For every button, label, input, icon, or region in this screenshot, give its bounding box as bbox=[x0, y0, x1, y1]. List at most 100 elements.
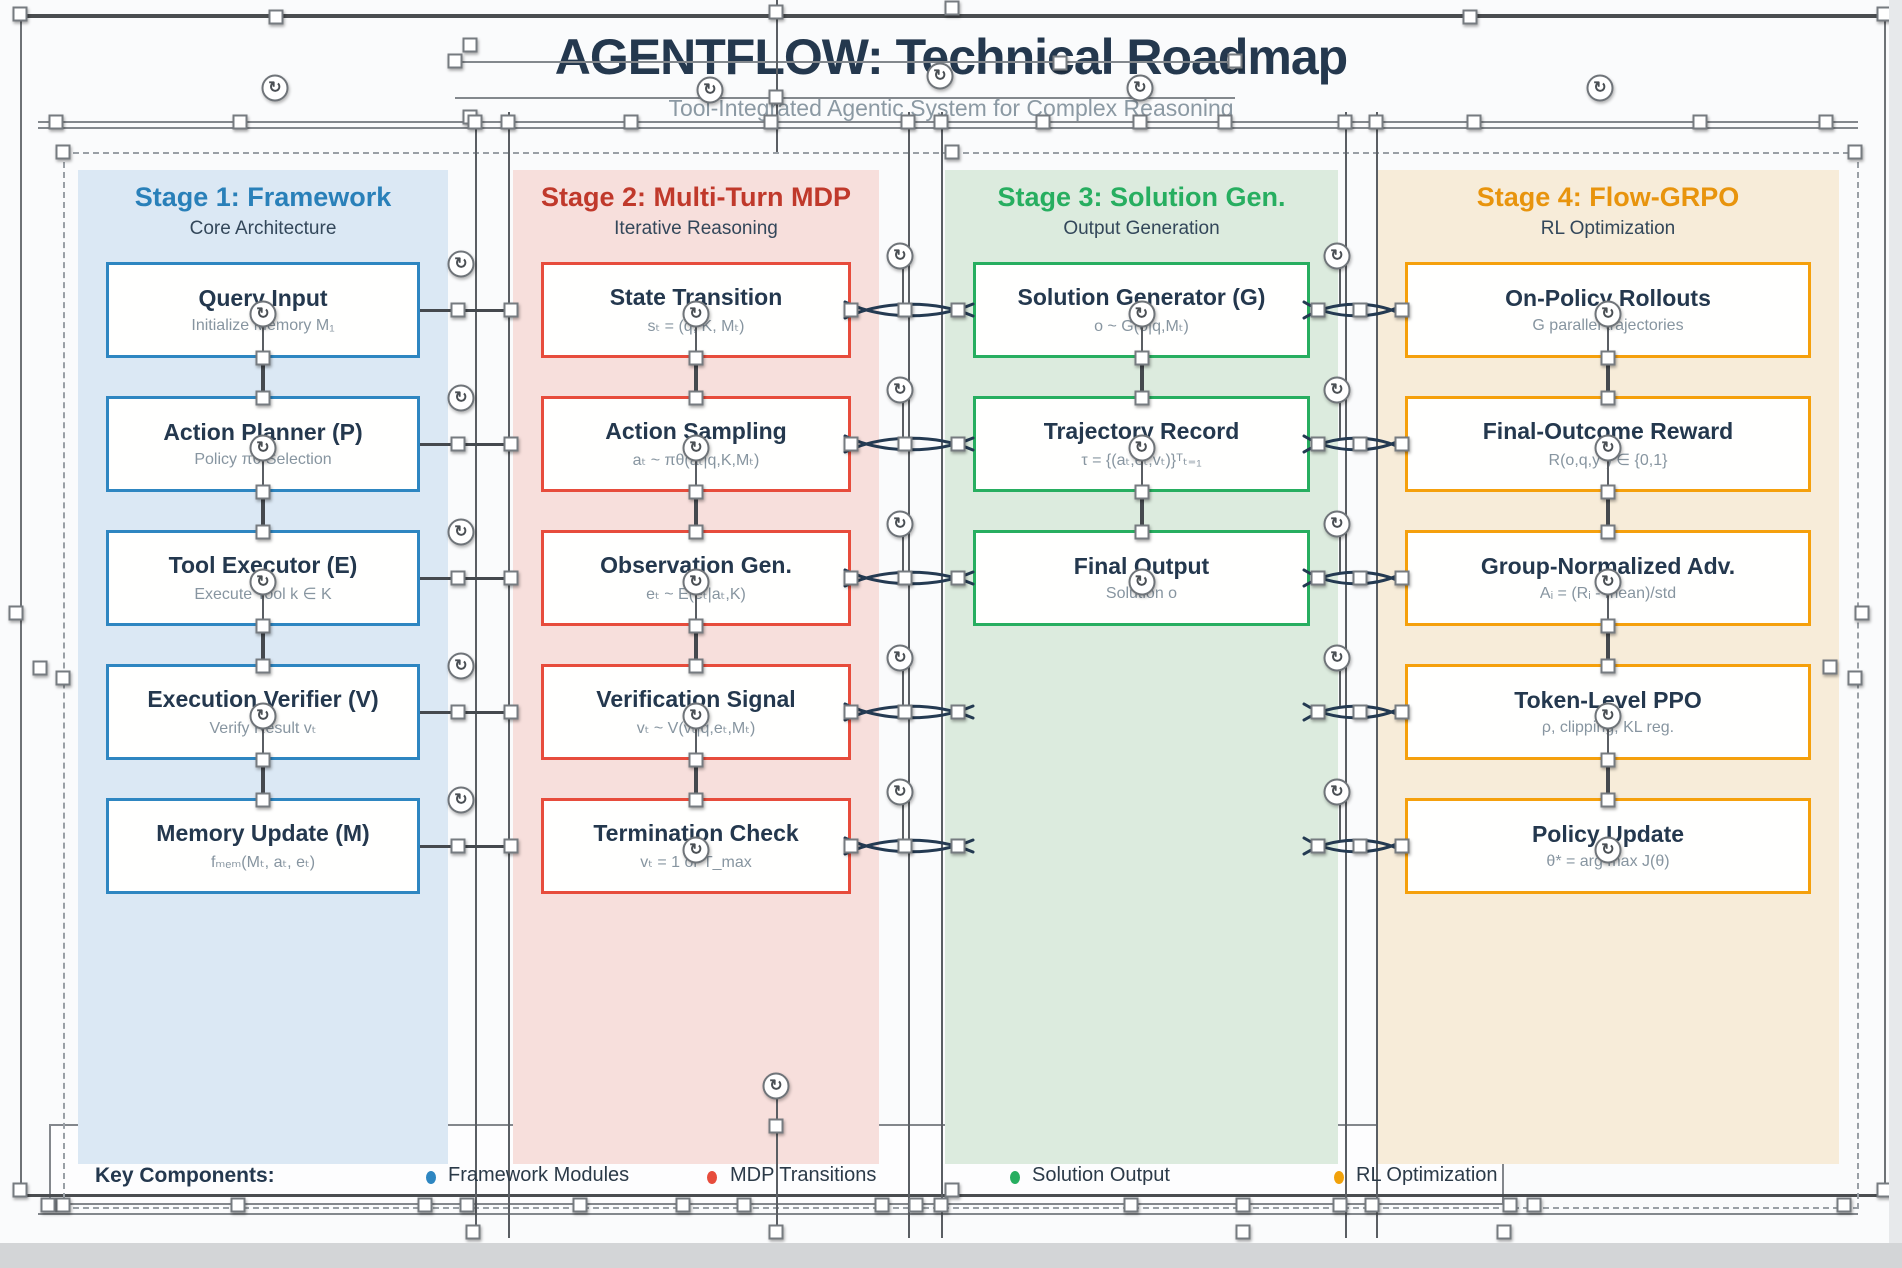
selection-handle[interactable] bbox=[1235, 1224, 1251, 1240]
selection-handle[interactable] bbox=[450, 704, 466, 720]
rotation-handle-icon[interactable]: ↻ bbox=[1594, 434, 1622, 462]
connector-line[interactable] bbox=[694, 760, 698, 798]
connector-line[interactable] bbox=[1339, 268, 1341, 304]
selection-handle[interactable] bbox=[1123, 1197, 1139, 1213]
selection-handle[interactable] bbox=[12, 6, 28, 22]
rotation-handle-icon[interactable]: ↻ bbox=[1323, 242, 1351, 270]
connector-line[interactable] bbox=[262, 726, 264, 760]
selection-handle[interactable] bbox=[48, 114, 64, 130]
connector-guide-line[interactable] bbox=[508, 112, 510, 1238]
selection-handle[interactable] bbox=[897, 302, 913, 318]
selection-handle[interactable] bbox=[1352, 570, 1368, 586]
rotation-handle-icon[interactable]: ↻ bbox=[447, 518, 475, 546]
connector-line[interactable] bbox=[420, 309, 513, 312]
selection-handle[interactable] bbox=[688, 484, 704, 500]
rotation-handle-icon[interactable]: ↻ bbox=[261, 74, 289, 102]
rotation-handle-icon[interactable]: ↻ bbox=[1128, 434, 1155, 462]
connector-line[interactable] bbox=[1607, 324, 1609, 358]
selection-handle[interactable] bbox=[255, 752, 271, 768]
rotation-handle-icon[interactable]: ↻ bbox=[886, 778, 914, 806]
connector-line[interactable] bbox=[902, 402, 904, 438]
selection-handle[interactable] bbox=[1235, 1197, 1251, 1213]
selection-handle[interactable] bbox=[12, 1182, 28, 1198]
selection-handle[interactable] bbox=[1600, 524, 1616, 540]
selection-handle[interactable] bbox=[1394, 436, 1410, 452]
selection-handle[interactable] bbox=[417, 1197, 433, 1213]
rotation-handle-icon[interactable]: ↻ bbox=[886, 644, 914, 672]
stage-3-box-3[interactable]: Final OutputSolution o bbox=[973, 530, 1310, 626]
selection-handle[interactable] bbox=[230, 1197, 246, 1213]
connector-line[interactable] bbox=[420, 577, 513, 580]
selection-handle[interactable] bbox=[897, 838, 913, 854]
connector-line[interactable] bbox=[261, 358, 265, 396]
connector-line[interactable] bbox=[1339, 670, 1341, 706]
connector-line[interactable] bbox=[420, 711, 513, 714]
selection-handle[interactable] bbox=[450, 838, 466, 854]
selection-handle[interactable] bbox=[1822, 659, 1838, 675]
connector-line[interactable] bbox=[1606, 492, 1610, 530]
connector-line[interactable] bbox=[1339, 804, 1341, 840]
connector-line[interactable] bbox=[902, 268, 904, 304]
selection-handle[interactable] bbox=[874, 1197, 890, 1213]
connector-guide-line[interactable] bbox=[475, 112, 477, 1238]
rotation-handle-icon[interactable]: ↻ bbox=[1128, 568, 1155, 596]
selection-handle[interactable] bbox=[55, 144, 71, 160]
rotation-handle-icon[interactable]: ↻ bbox=[886, 376, 914, 404]
selection-handle[interactable] bbox=[459, 1197, 475, 1213]
rotation-handle-icon[interactable]: ↻ bbox=[682, 836, 710, 864]
connector-line[interactable] bbox=[262, 592, 264, 626]
selection-handle[interactable] bbox=[1600, 390, 1616, 406]
selection-handle[interactable] bbox=[1394, 704, 1410, 720]
selection-handle[interactable] bbox=[32, 660, 48, 676]
selection-handle[interactable] bbox=[1600, 658, 1616, 674]
stage-1-box-5[interactable]: Memory Update (M)fₘₑₘ(Mₜ, aₜ, eₜ) bbox=[106, 798, 420, 894]
rotation-handle-icon[interactable]: ↻ bbox=[1128, 300, 1155, 328]
connector-line[interactable] bbox=[420, 845, 513, 848]
connector-guide-line[interactable] bbox=[1376, 112, 1378, 1238]
rotation-handle-icon[interactable]: ↻ bbox=[682, 434, 710, 462]
selection-handle[interactable] bbox=[933, 114, 949, 130]
selection-handle[interactable] bbox=[1502, 1197, 1518, 1213]
selection-handle[interactable] bbox=[944, 144, 960, 160]
selection-handle[interactable] bbox=[1352, 302, 1368, 318]
selection-handle[interactable] bbox=[933, 1197, 949, 1213]
selection-handle[interactable] bbox=[1132, 114, 1148, 130]
selection-handle[interactable] bbox=[843, 302, 859, 318]
selection-handle[interactable] bbox=[950, 436, 966, 452]
connector-line[interactable] bbox=[695, 324, 697, 358]
connector-line[interactable] bbox=[261, 626, 265, 664]
selection-handle[interactable] bbox=[950, 302, 966, 318]
selection-handle[interactable] bbox=[897, 436, 913, 452]
selection-handle[interactable] bbox=[1847, 144, 1863, 160]
selection-handle[interactable] bbox=[255, 792, 271, 808]
connector-line[interactable] bbox=[1607, 458, 1609, 492]
selection-handle[interactable] bbox=[843, 704, 859, 720]
connector-line[interactable] bbox=[261, 760, 265, 798]
connector-line[interactable] bbox=[420, 443, 513, 446]
selection-handle[interactable] bbox=[1364, 1197, 1380, 1213]
selection-handle[interactable] bbox=[688, 390, 704, 406]
rotation-handle-icon[interactable]: ↻ bbox=[1323, 778, 1351, 806]
selection-handle[interactable] bbox=[1310, 436, 1326, 452]
rotation-handle-icon[interactable]: ↻ bbox=[682, 300, 710, 328]
rotation-handle-icon[interactable]: ↻ bbox=[1594, 568, 1622, 596]
selection-handle[interactable] bbox=[763, 114, 779, 130]
connector-line[interactable] bbox=[1606, 358, 1610, 396]
rotation-handle-icon[interactable]: ↻ bbox=[1586, 74, 1614, 102]
rotation-handle-icon[interactable]: ↻ bbox=[249, 300, 277, 328]
rotation-handle-icon[interactable]: ↻ bbox=[447, 786, 475, 814]
rotation-handle-icon[interactable]: ↻ bbox=[1594, 836, 1622, 864]
selection-handle[interactable] bbox=[450, 570, 466, 586]
selection-handle[interactable] bbox=[843, 436, 859, 452]
selection-handle[interactable] bbox=[1394, 302, 1410, 318]
rotation-handle-icon[interactable]: ↻ bbox=[1594, 300, 1622, 328]
selection-handle[interactable] bbox=[1818, 114, 1834, 130]
selection-handle[interactable] bbox=[467, 114, 483, 130]
connector-line[interactable] bbox=[695, 592, 697, 626]
selection-handle[interactable] bbox=[897, 570, 913, 586]
selection-handle[interactable] bbox=[447, 53, 463, 69]
selection-handle[interactable] bbox=[450, 302, 466, 318]
selection-handle[interactable] bbox=[1134, 350, 1149, 366]
rotation-handle-icon[interactable]: ↻ bbox=[1126, 74, 1154, 102]
selection-handle[interactable] bbox=[1526, 1197, 1542, 1213]
